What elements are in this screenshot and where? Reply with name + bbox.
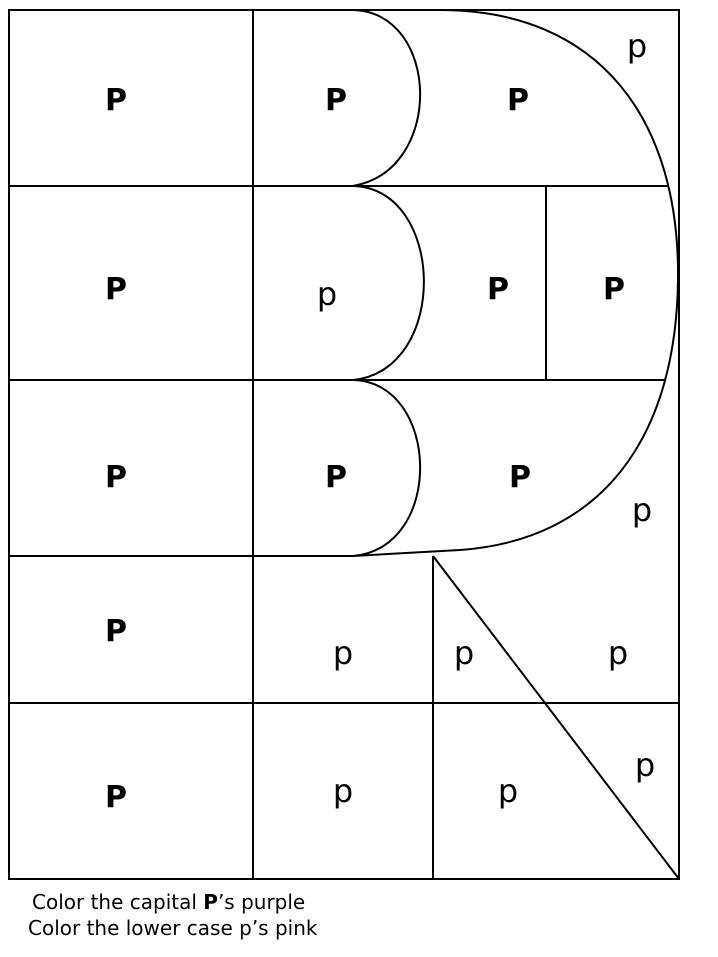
puzzle-lines — [8, 9, 680, 880]
instruction-capital: Color the capital P’s purple — [0, 889, 718, 915]
letter-r5c2: p — [333, 772, 353, 810]
puzzle-letters: P P P p P p P P P P P p P p p p P p p p — [105, 27, 655, 815]
letter-r4c2: p — [333, 634, 353, 672]
letter-r5c3: p — [498, 772, 518, 810]
arch-row1 — [352, 9, 422, 187]
letter-r1c3: P — [507, 83, 529, 118]
letter-r2c3: P — [487, 272, 509, 307]
letter-r4c1: P — [105, 614, 127, 649]
big-p-bowl-curve — [352, 9, 680, 557]
diagonal-line — [432, 555, 680, 880]
letter-r5c1: P — [105, 780, 127, 815]
letter-r2c4: P — [603, 272, 625, 307]
letter-r3c3: P — [509, 460, 531, 495]
letter-r5c4: p — [635, 746, 655, 784]
letter-r4c3: p — [454, 634, 474, 672]
instruction-capital-prefix: Color the capital — [32, 890, 204, 914]
letter-r1c4: p — [627, 27, 647, 65]
coloring-puzzle: P P P p P p P P P P P p P p p p P p p p — [8, 9, 680, 880]
outer-border — [8, 9, 680, 880]
letter-r2c2: p — [317, 275, 337, 313]
letter-r4c4: p — [608, 634, 628, 672]
arch-row3 — [352, 379, 422, 557]
letter-r3c2: P — [325, 460, 347, 495]
instruction-capital-letter: P — [203, 890, 218, 914]
letter-r3c1: P — [105, 460, 127, 495]
letter-r1c1: P — [105, 83, 127, 118]
instructions: Color the capital P’s purple Color the l… — [0, 889, 718, 941]
letter-r2c1: P — [105, 272, 127, 307]
arch-row2 — [352, 185, 425, 381]
letter-r1c2: P — [325, 83, 347, 118]
instruction-capital-suffix: ’s purple — [217, 890, 306, 914]
letter-r3c4: p — [632, 491, 652, 529]
instruction-lowercase: Color the lower case p’s pink — [28, 916, 318, 940]
